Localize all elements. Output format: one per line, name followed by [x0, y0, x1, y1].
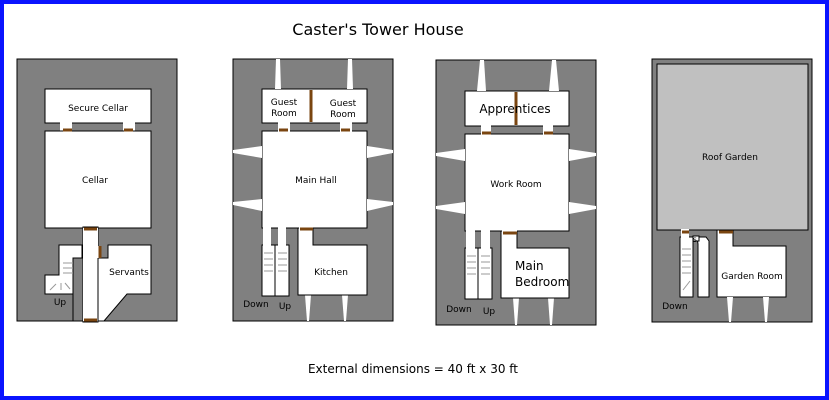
label-cellar: Cellar: [82, 176, 108, 186]
label-stairs-down: Down: [243, 300, 269, 310]
label-guest-room-1b: Room: [271, 109, 297, 119]
stairs-up-icon: [49, 262, 73, 291]
diagram-title: Caster's Tower House: [292, 20, 463, 39]
label-guest-room-2b: Room: [330, 110, 356, 120]
room-secure-cellar: [44, 88, 152, 124]
s-marker: [692, 235, 700, 242]
stairs-icon: [467, 255, 490, 275]
label-main-hall: Main Hall: [295, 176, 337, 186]
label-kitchen: Kitchen: [314, 268, 348, 278]
label-main-bedroom: Main: [515, 259, 544, 273]
label-roof-garden: Roof Garden: [702, 153, 758, 163]
label-stairs-down: Down: [446, 305, 472, 315]
room-work-room: [464, 133, 570, 232]
floor-plan-cellar: Secure Cellar Cellar Servants Up: [16, 58, 178, 323]
dimensions-caption: External dimensions = 40 ft x 30 ft: [308, 362, 518, 376]
label-main-bedroom-b: Bedroom: [515, 275, 569, 289]
label-stairs-up: Up: [483, 307, 496, 317]
label-stairs-up: Up: [54, 298, 67, 308]
stairs-icon: [264, 252, 287, 272]
label-garden-room: Garden Room: [721, 272, 782, 282]
label-work-room: Work Room: [490, 180, 541, 190]
roof-garden: [656, 63, 809, 231]
label-guest-room-2: Guest: [330, 99, 357, 109]
room-garden-room: [716, 229, 787, 298]
label-s-marker: S: [693, 237, 697, 244]
label-secure-cellar: Secure Cellar: [68, 104, 128, 114]
stairs-down-icon: [682, 248, 691, 291]
room-guest-rooms: [261, 88, 368, 124]
floor-plan-work-room: Apprentices Work Room Main Bedroom Down …: [435, 59, 597, 326]
label-servants: Servants: [109, 268, 149, 278]
label-stairs-up: Up: [279, 302, 292, 312]
room-cellar: [44, 130, 152, 229]
room-main-hall: [261, 130, 368, 229]
label-stairs-down: Down: [662, 302, 688, 312]
floor-plan-main-hall: Guest Room Guest Room Main Hall Kitchen …: [232, 58, 394, 322]
label-apprentices: Apprentices: [479, 102, 550, 116]
label-guest-room-1: Guest: [271, 98, 298, 108]
floor-plan-roof: S Roof Garden Garden Room Down: [651, 58, 813, 323]
